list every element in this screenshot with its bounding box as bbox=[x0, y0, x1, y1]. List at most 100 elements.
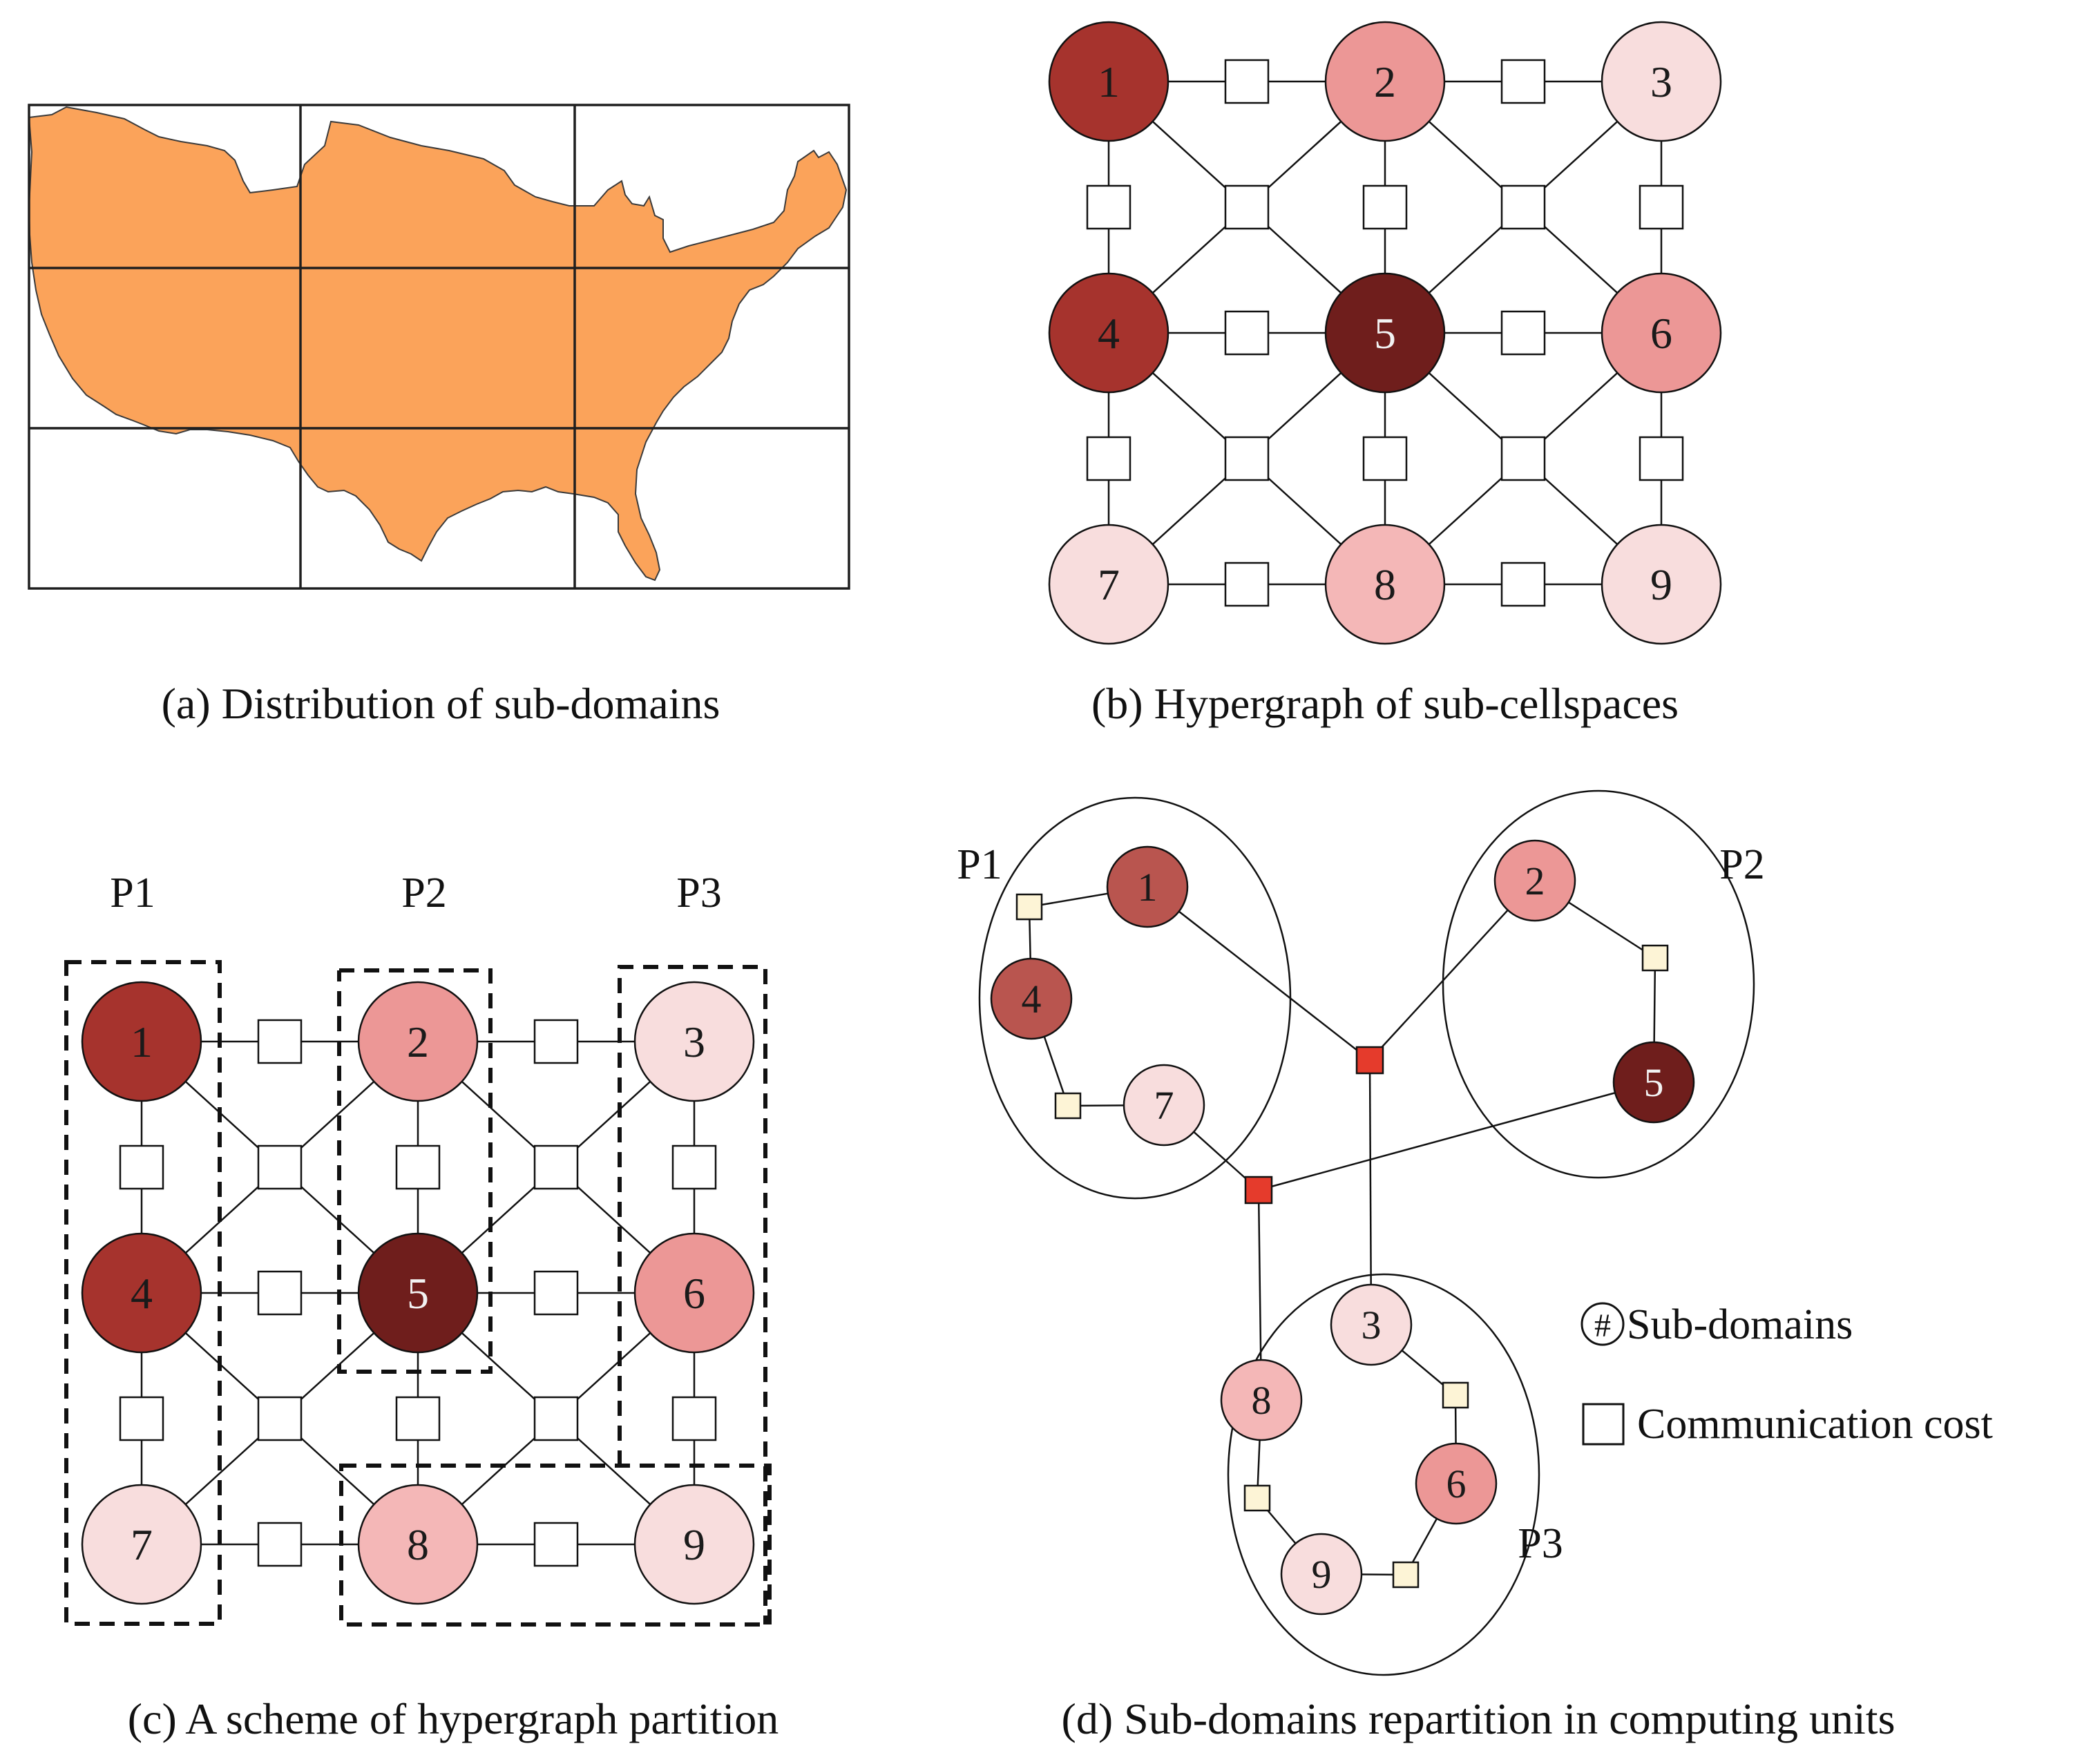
cost-box bbox=[119, 1144, 164, 1190]
cost-box bbox=[1224, 436, 1270, 481]
caption-d: (d) Sub-domains repartition in computing… bbox=[1062, 1694, 1895, 1743]
cost-box bbox=[1362, 184, 1408, 230]
cost-box bbox=[533, 1396, 579, 1441]
legend-node-symbol: # bbox=[1594, 1307, 1611, 1344]
node-label-8: 8 bbox=[1374, 560, 1396, 609]
node-label-6: 6 bbox=[1446, 1461, 1467, 1506]
node-3 bbox=[1601, 21, 1722, 142]
node-5 bbox=[357, 1232, 479, 1354]
node-label-8: 8 bbox=[407, 1520, 429, 1569]
cost-box bbox=[257, 1270, 303, 1316]
cost-box bbox=[671, 1396, 717, 1441]
cost-box bbox=[1639, 436, 1684, 481]
legend-cost-icon bbox=[1582, 1403, 1625, 1446]
cost-box bbox=[1224, 310, 1270, 356]
caption-b: (b) Hypergraph of sub-cellspaces bbox=[1091, 679, 1679, 728]
cost-box bbox=[257, 1144, 303, 1190]
node-8 bbox=[357, 1484, 479, 1605]
legend: # Sub-domains Communication cost bbox=[1580, 1301, 1993, 1448]
partition-box-p2-lower bbox=[339, 1464, 772, 1627]
local-cost-box bbox=[1392, 1561, 1420, 1589]
node-2 bbox=[1493, 839, 1576, 922]
unit-label-p3: P3 bbox=[1518, 1520, 1563, 1567]
local-cost-box bbox=[1641, 944, 1669, 972]
cost-box bbox=[1500, 310, 1546, 356]
panel-a: (a) Distribution of sub-domains bbox=[28, 104, 850, 728]
us-map-shape bbox=[28, 106, 848, 582]
node-9 bbox=[1601, 524, 1722, 645]
cost-box bbox=[533, 1270, 579, 1316]
local-cost-box bbox=[1015, 893, 1043, 921]
node-3 bbox=[1330, 1283, 1413, 1366]
node-label-5: 5 bbox=[407, 1269, 429, 1318]
node-2 bbox=[357, 981, 479, 1102]
node-4 bbox=[81, 1232, 202, 1354]
caption-a: (a) Distribution of sub-domains bbox=[162, 679, 720, 728]
computing-units bbox=[978, 789, 1755, 1676]
cost-box bbox=[1500, 184, 1546, 230]
partition-box-p2 bbox=[337, 968, 493, 1374]
cost-box bbox=[1500, 59, 1546, 104]
node-8 bbox=[1220, 1359, 1303, 1441]
cross-edge bbox=[1258, 1081, 1654, 1191]
node-label-2: 2 bbox=[1525, 859, 1545, 903]
node-label-1: 1 bbox=[131, 1017, 153, 1066]
cost-box bbox=[1500, 562, 1546, 607]
node-label-7: 7 bbox=[1098, 560, 1120, 609]
caption-c: (c) A scheme of hypergraph partition bbox=[128, 1694, 779, 1743]
cost-box bbox=[395, 1144, 441, 1190]
local-cost-box bbox=[1442, 1381, 1469, 1409]
cost-box bbox=[257, 1522, 303, 1567]
legend-node-icon bbox=[1580, 1302, 1625, 1346]
partition-boxes bbox=[64, 960, 772, 1627]
node-label-2: 2 bbox=[1374, 57, 1396, 106]
subdomain-grid bbox=[28, 104, 850, 590]
cross-cost-box bbox=[1244, 1176, 1273, 1205]
partition-label-p3: P3 bbox=[676, 870, 721, 917]
node-label-1: 1 bbox=[1138, 865, 1158, 910]
cross-edge bbox=[1147, 886, 1371, 1061]
node-4 bbox=[990, 957, 1073, 1040]
node-label-5: 5 bbox=[1374, 309, 1396, 358]
node-label-6: 6 bbox=[1650, 309, 1672, 358]
node-label-7: 7 bbox=[131, 1520, 153, 1569]
cost-box bbox=[257, 1396, 303, 1441]
hypergraph-b-cost-boxes bbox=[1086, 59, 1684, 607]
legend-node-label: Sub-domains bbox=[1627, 1301, 1853, 1348]
partition-label-p2: P2 bbox=[401, 870, 446, 917]
node-label-4: 4 bbox=[1098, 309, 1120, 358]
node-6 bbox=[1601, 272, 1722, 394]
local-cost-box bbox=[1243, 1484, 1271, 1512]
cross-cost-box bbox=[1355, 1046, 1384, 1075]
node-1 bbox=[1048, 21, 1169, 142]
node-5 bbox=[1612, 1041, 1695, 1124]
cross-edge bbox=[1368, 1060, 1373, 1325]
node-3 bbox=[633, 981, 755, 1102]
local-cost-box bbox=[1054, 1092, 1082, 1120]
node-label-3: 3 bbox=[1650, 57, 1672, 106]
node-2 bbox=[1324, 21, 1446, 142]
node-label-9: 9 bbox=[1650, 560, 1672, 609]
node-8 bbox=[1324, 524, 1446, 645]
unit-ellipse-p3 bbox=[1227, 1273, 1540, 1676]
cost-box bbox=[1224, 59, 1270, 104]
node-1 bbox=[81, 981, 202, 1102]
cost-box bbox=[1086, 436, 1131, 481]
cost-box bbox=[533, 1019, 579, 1064]
node-9 bbox=[1280, 1533, 1363, 1616]
node-label-3: 3 bbox=[1362, 1303, 1382, 1348]
node-label-6: 6 bbox=[683, 1269, 705, 1318]
cost-box bbox=[1639, 184, 1684, 230]
node-9 bbox=[633, 1484, 755, 1605]
node-label-5: 5 bbox=[1644, 1060, 1664, 1105]
unit-ellipse-p2 bbox=[1442, 789, 1755, 1179]
node-label-4: 4 bbox=[131, 1269, 153, 1318]
node-6 bbox=[633, 1232, 755, 1354]
cost-box bbox=[533, 1522, 579, 1567]
partition-box-p1 bbox=[64, 960, 222, 1626]
node-5 bbox=[1324, 272, 1446, 394]
